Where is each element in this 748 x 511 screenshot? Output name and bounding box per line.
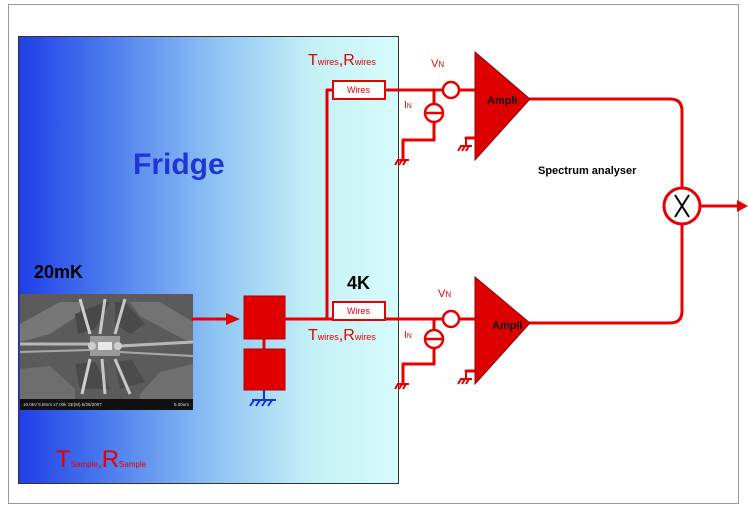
wires-box-bottom [332, 301, 386, 321]
in-sub: N [406, 103, 412, 110]
in-main: I [404, 330, 407, 341]
in-label-top: IN [404, 100, 412, 111]
blue-ground-icon [249, 390, 276, 407]
sem-caption-right: 5.00um [173, 402, 189, 407]
wires-r-main: R [343, 327, 355, 344]
spectrum-analyser-label: Spectrum analyser [538, 165, 637, 177]
wires-t-sub: wires [317, 57, 339, 67]
wires-r-sub: wires [354, 57, 376, 67]
vn-label-top: VN [431, 58, 444, 70]
sample-t-main: T [56, 446, 71, 473]
wires-t-main: T [308, 327, 318, 344]
sample-t-sub: Sample [70, 460, 98, 469]
top-output-wire [525, 97, 684, 190]
in-source-bottom-icon [423, 328, 445, 350]
sem-micrograph [20, 294, 193, 399]
wires-r-sub: wires [354, 332, 376, 342]
mixer-icon [662, 186, 702, 226]
sample-r-main: R [101, 446, 120, 473]
in-sub: N [406, 333, 412, 340]
in-label-bottom: IN [404, 330, 412, 341]
amplifier-bottom [474, 275, 531, 386]
ground-bottom-icon [394, 383, 409, 390]
amplifier-top-label: Ampli [487, 95, 518, 107]
wires-sep: , [338, 52, 344, 69]
ground-top-icon [394, 159, 409, 166]
vn-label-bottom: VN [438, 288, 451, 300]
sem-caption-bar: 10.0kV 5.8mm x7.00k SE(M) 6/25/2007 5.00… [20, 399, 193, 410]
wires-params-top: Twires,Rwires [308, 52, 376, 70]
sample-sem-image: 10.0kV 5.8mm x7.00k SE(M) 6/25/2007 5.00… [20, 294, 193, 410]
wires-r-main: R [343, 52, 355, 69]
ampli-ground-bottom-icon [457, 371, 472, 385]
wires-box-bottom-label: Wires [347, 306, 370, 316]
vn-source-top-icon [441, 80, 461, 100]
vn-main: V [438, 288, 446, 300]
sample-sep: , [97, 454, 102, 470]
vn-source-bottom-icon [441, 309, 461, 329]
amplifier-bottom-label: Ampli [492, 320, 523, 332]
amplifier-top [474, 50, 531, 162]
filter-block-top [243, 295, 286, 340]
filter-block-bottom [243, 348, 286, 391]
in-source-top-icon [423, 102, 445, 124]
base-temperature-label: 20mK [34, 262, 84, 282]
sample-params: TSample,RSample [56, 446, 146, 474]
stage-temperature-label: 4K [347, 273, 371, 293]
wires-box-top-label: Wires [347, 85, 370, 95]
bottom-output-wire [525, 222, 684, 325]
ampli-ground-top-icon [457, 138, 472, 152]
wires-sep: , [338, 327, 344, 344]
sample-arrow-icon [226, 313, 240, 325]
vn-sub: N [445, 290, 452, 299]
vn-sub: N [438, 60, 445, 69]
wires-box-top [332, 80, 386, 100]
wires-t-main: T [308, 52, 318, 69]
sample-r-sub: Sample [119, 460, 147, 469]
fridge-label: Fridge [133, 148, 225, 181]
output-arrow-icon [737, 200, 748, 212]
wires-params-bottom: Twires,Rwires [308, 327, 376, 345]
vn-main: V [431, 58, 439, 70]
sem-caption-left: 10.0kV 5.8mm x7.00k SE(M) 6/25/2007 [23, 402, 102, 407]
in-main: I [404, 100, 407, 111]
wires-t-sub: wires [317, 332, 339, 342]
